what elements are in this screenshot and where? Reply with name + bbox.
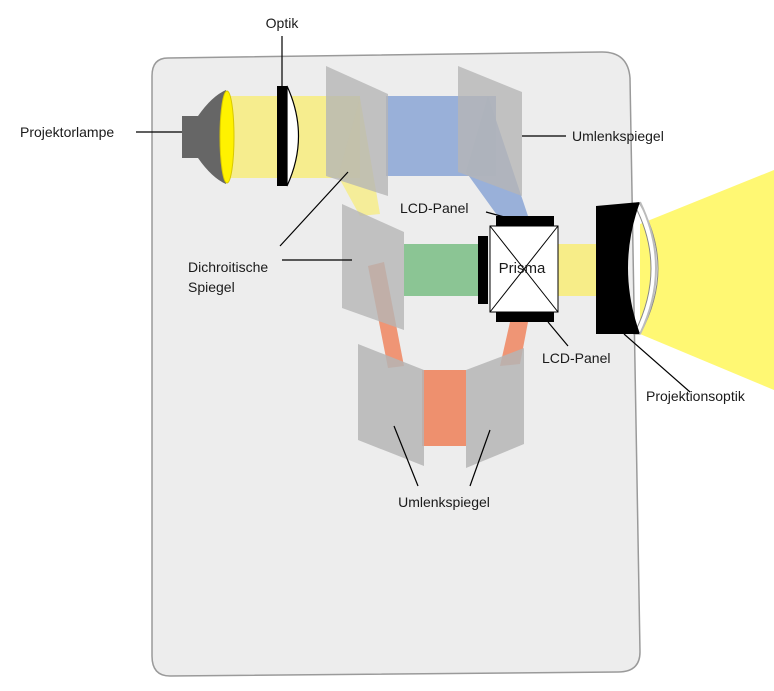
label-lcd-panel-top: LCD-Panel xyxy=(400,200,468,216)
projection-optics-glass xyxy=(639,201,657,335)
label-umlenkspiegel-top: Umlenkspiegel xyxy=(572,128,664,144)
leader-dichroic-1 xyxy=(279,171,349,247)
red-beam-middle xyxy=(422,370,466,446)
lcd-panel-bottom xyxy=(496,312,554,322)
dichroic-mirror-bottom xyxy=(342,204,404,330)
lcd-panel-top xyxy=(496,216,554,226)
lcd-panel-left xyxy=(478,236,488,304)
label-projektionsoptik: Projektionsoptik xyxy=(646,388,746,404)
label-dichroitische-line1: Dichroitische xyxy=(188,259,268,275)
leader-projektionsoptik xyxy=(623,333,691,393)
deflection-mirror-bottom-left xyxy=(358,344,424,466)
label-lcd-panel-bottom: LCD-Panel xyxy=(542,350,610,366)
label-dichroitische-line2: Spiegel xyxy=(188,279,235,295)
leader-lcd-bottom xyxy=(547,321,569,347)
label-projektorlampe: Projektorlampe xyxy=(20,124,114,140)
projection-optics-housing xyxy=(596,202,640,334)
lamp-glow xyxy=(219,90,235,184)
green-beam xyxy=(404,244,478,296)
prism-diagonal-2 xyxy=(489,225,559,313)
deflection-mirror-top xyxy=(458,66,522,196)
leader-lines xyxy=(136,36,691,487)
label-umlenkspiegel-bottom: Umlenkspiegel xyxy=(398,494,490,510)
projector-lamp xyxy=(182,90,226,184)
label-optik: Optik xyxy=(266,15,300,31)
leader-lcd-top xyxy=(485,211,509,219)
deflection-mirror-bottom-right xyxy=(466,348,524,468)
combined-beam xyxy=(558,244,598,296)
leader-umlenk-bottom-left xyxy=(393,425,419,487)
leader-umlenk-bottom-right xyxy=(469,429,491,487)
label-prisma: Prisma xyxy=(499,260,546,277)
optic-lens xyxy=(286,85,300,187)
optic-lens-frame xyxy=(277,86,287,186)
projected-light-cone xyxy=(640,170,774,390)
dichroic-mirror-top xyxy=(326,66,388,196)
